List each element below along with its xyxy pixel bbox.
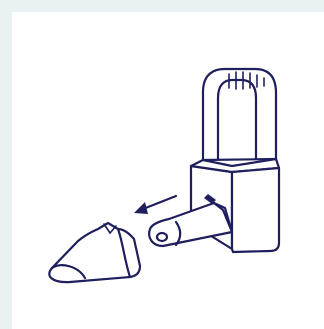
arrow-left-down-icon [134,196,176,214]
mouthpiece-cap [49,223,140,282]
inhaler-canister [203,69,276,161]
